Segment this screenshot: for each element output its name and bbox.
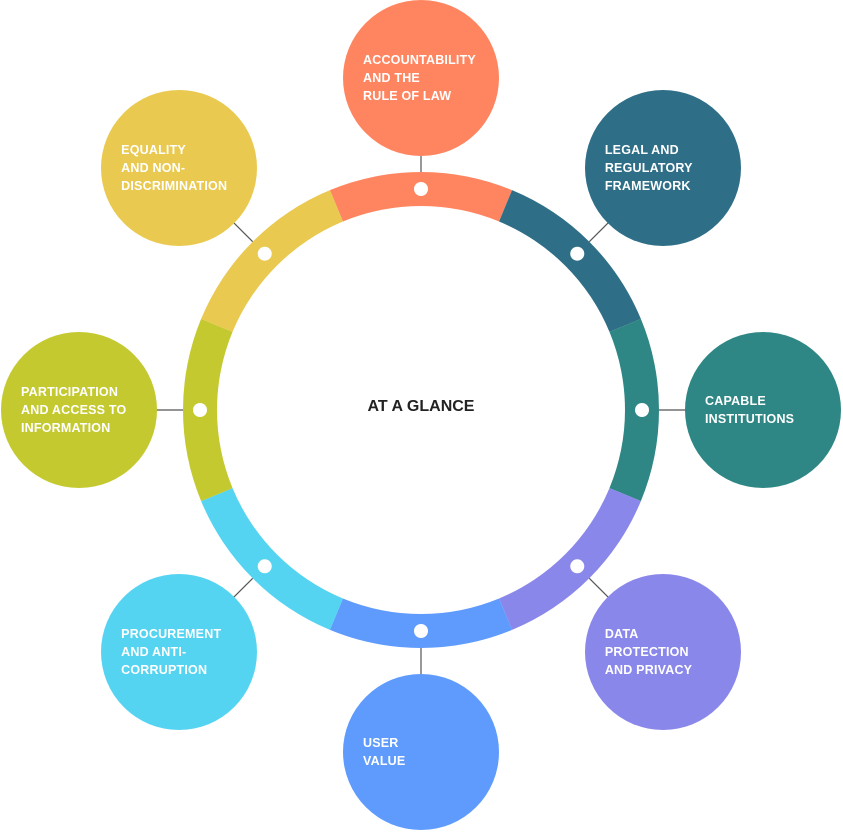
pillar-label-line: PROCUREMENT <box>121 626 222 641</box>
connector-line <box>232 577 254 599</box>
pillar-label-line: VALUE <box>363 754 406 768</box>
pillar-label: EQUALITY AND NON- DISCRIMINATION <box>121 141 227 195</box>
pillar-circle-legal-and-regulatory-framework: LEGAL AND REGULATORY FRAMEWORK <box>584 90 741 247</box>
pillar-label-line: CORRUPTION <box>121 662 208 677</box>
connector-line <box>232 221 254 243</box>
pillar-label: PARTICIPATION AND ACCESS TO INFORMATION <box>21 383 126 437</box>
ring-segment-accountability-and-the-rule-of-law <box>329 172 513 222</box>
ring-dot <box>414 182 428 196</box>
pillar-label: LEGAL AND REGULATORY FRAMEWORK <box>605 141 693 195</box>
ring-dot <box>193 403 207 417</box>
ring-segment-legal-and-regulatory-framework <box>499 190 641 332</box>
ring-dot <box>570 559 585 574</box>
ring-dot <box>414 624 428 638</box>
pillar-label: USER VALUE <box>363 734 405 770</box>
ring-dot <box>570 246 585 261</box>
pillar-label-line: FRAMEWORK <box>604 179 691 194</box>
pillar-label-line: DISCRIMINATION <box>121 179 228 194</box>
pillar-circle-equality-and-non-discrimination: EQUALITY AND NON- DISCRIMINATION <box>101 90 258 247</box>
center-title: AT A GLANCE <box>367 398 475 415</box>
pillar-label-line: AND ACCESS TO <box>21 403 127 417</box>
pillar-label-line: INFORMATION <box>21 421 111 435</box>
pillar-label: ACCOUNTABILITY AND THE RULE OF LAW <box>363 51 476 105</box>
ring-dot <box>635 403 649 417</box>
pillar-label-line: PROTECTION <box>604 644 689 659</box>
pillar-label-line: AND PRIVACY <box>604 662 693 677</box>
pillar-label-line: RULE OF LAW <box>363 89 452 103</box>
pillar-label-line: AND NON- <box>121 161 186 176</box>
pillar-label-line: EQUALITY <box>121 143 186 158</box>
pillar-circle-accountability-and-the-rule-of-law: ACCOUNTABILITY AND THE RULE OF LAW <box>343 0 499 156</box>
pillar-label-line: AND THE <box>363 71 420 85</box>
ring-segment-participation-and-access-to-information <box>183 318 233 502</box>
pillar-circle-data-protection-and-privacy: DATA PROTECTION AND PRIVACY <box>584 573 741 730</box>
pillar-label-line: USER <box>363 736 399 750</box>
pillar-circle-participation-and-access-to-information: PARTICIPATION AND ACCESS TO INFORMATION <box>1 332 157 488</box>
ring-segment-capable-institutions <box>609 318 659 502</box>
pillar-label: PROCUREMENT AND ANTI- CORRUPTION <box>121 625 221 679</box>
pillar-circle-procurement-and-anti-corruption: PROCUREMENT AND ANTI- CORRUPTION <box>101 573 258 730</box>
ring-dot <box>257 246 272 261</box>
ring-segment-user-value <box>329 598 513 648</box>
pillar-circle-user-value: USER VALUE <box>343 674 499 830</box>
connector-line <box>588 577 610 599</box>
pillar-label: CAPABLE INSTITUTIONS <box>705 392 794 428</box>
pillar-label-line: LEGAL AND <box>604 143 679 158</box>
ring-segment-data-protection-and-privacy <box>499 488 641 630</box>
ring-segment-equality-and-non-discrimination <box>201 190 343 332</box>
ring-dot <box>257 559 272 574</box>
connector-line <box>588 221 610 243</box>
pillar-label: DATA PROTECTION AND PRIVACY <box>605 625 692 679</box>
pillar-label-line: DATA <box>604 626 639 641</box>
pillar-label-line: PARTICIPATION <box>21 385 119 399</box>
pillar-label-line: CAPABLE <box>705 394 766 408</box>
pillar-label-line: INSTITUTIONS <box>705 412 795 426</box>
pillar-label-line: ACCOUNTABILITY <box>363 53 476 67</box>
pillar-label-line: REGULATORY <box>604 161 693 176</box>
pillar-circle-capable-institutions: CAPABLE INSTITUTIONS <box>685 332 841 488</box>
ring-segment-procurement-and-anti-corruption <box>201 488 343 630</box>
pillar-label-line: AND ANTI- <box>121 644 187 659</box>
